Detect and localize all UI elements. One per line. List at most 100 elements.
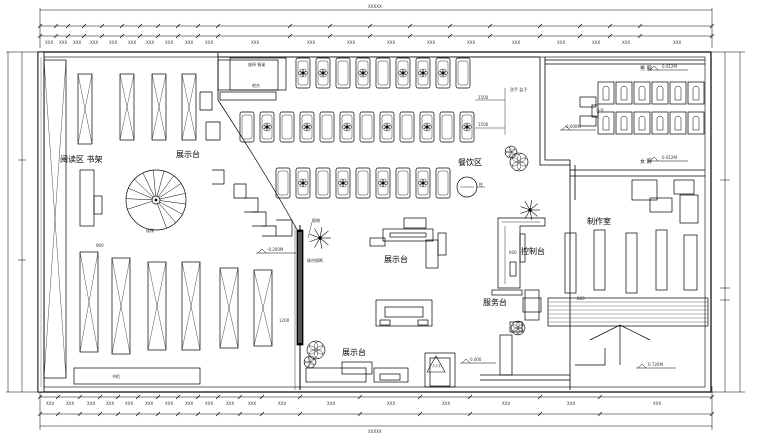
- dim-label: XXX: [165, 401, 173, 406]
- service-counter: [491, 289, 542, 333]
- note-seat-top: 座椅 餐桌: [248, 61, 265, 67]
- spiral-stair: [125, 169, 187, 231]
- dim-label: XXX: [90, 40, 98, 45]
- stair-step: [126, 198, 153, 201]
- dim-label: XXX: [248, 401, 256, 406]
- top-total-dim: XXXXX: [368, 4, 382, 9]
- label-counter: 服务台: [483, 297, 507, 307]
- label-display-left: 展示台: [176, 149, 200, 159]
- dim-label: XXX: [567, 401, 575, 406]
- label-display-mid: 展示台: [384, 254, 408, 264]
- dim-label: XXX: [327, 401, 335, 406]
- dim-tick: [135, 394, 141, 400]
- plant-0: [509, 152, 529, 172]
- stair-step: [157, 203, 167, 229]
- dim-label: XXX: [512, 40, 520, 45]
- dim-tick: [327, 33, 333, 39]
- dim-tick: [37, 394, 43, 400]
- shelf-bottom-3: [181, 261, 201, 351]
- note-bottom-shelf: 书柜: [112, 373, 120, 379]
- dim-tick: [357, 411, 363, 417]
- dim-tick: [537, 411, 543, 417]
- dining-table-1: [315, 57, 331, 89]
- dim-tick: [367, 33, 373, 39]
- dim-label: XXX: [673, 40, 681, 45]
- dining-table-18: [419, 111, 435, 143]
- note-plant: 植物: [312, 217, 320, 223]
- dining-table-19: [439, 111, 455, 143]
- note-stair: 楼梯: [146, 227, 154, 233]
- entrance: [424, 352, 456, 388]
- stair-step: [158, 202, 176, 223]
- dim-tick: [37, 411, 43, 417]
- dim-tick: [195, 33, 201, 39]
- level-bottom-right: 0.720M: [648, 362, 663, 367]
- dim-tick: [37, 33, 43, 39]
- dim-tick: [81, 33, 87, 39]
- dim-tick: [81, 23, 87, 29]
- dim-tick: [115, 411, 121, 417]
- dim-tick: [709, 33, 715, 39]
- dim-tick: [537, 23, 543, 29]
- dining-table-5: [395, 57, 411, 89]
- dim-tick: [237, 411, 243, 417]
- dim-tick: [215, 33, 221, 39]
- dim-label: XXX: [106, 401, 114, 406]
- dim-tick: [487, 33, 493, 39]
- restroom-stalls: [597, 81, 705, 135]
- dim-label: XXX: [427, 40, 435, 45]
- dining-table-17: [399, 111, 415, 143]
- stair-step: [134, 179, 154, 198]
- stall-upper-1: [615, 81, 633, 105]
- dim-tick: [407, 33, 413, 39]
- side-shelves: [43, 59, 103, 379]
- dim-tick: [237, 394, 243, 400]
- dim-label: XXX: [347, 40, 355, 45]
- dim-tick: [97, 411, 103, 417]
- dining-table-24: [335, 167, 351, 199]
- dim-tick: [55, 411, 61, 417]
- level-rest-mid: 0.000M: [566, 124, 581, 129]
- shelf-bottom-1: [111, 257, 131, 355]
- dim-label: XXX: [87, 401, 95, 406]
- dim-tick: [577, 33, 583, 39]
- stair-step: [158, 175, 174, 197]
- dim-tick: [467, 394, 473, 400]
- dim-tick: [215, 23, 221, 29]
- dim-tick: [155, 411, 161, 417]
- level-markers: [256, 65, 688, 369]
- dim-tick: [709, 394, 715, 400]
- dim-label: XXX: [557, 40, 565, 45]
- stall-upper-3: [651, 81, 669, 105]
- bottom-counter: [73, 361, 409, 385]
- dim-tick: [327, 23, 333, 29]
- control-desk: [497, 217, 546, 289]
- dim-tick: [119, 23, 125, 29]
- dim-tick: [447, 23, 453, 29]
- note-wash: 洗手: [596, 107, 604, 113]
- dimension-left: [6, 51, 40, 393]
- dining-table-27: [395, 167, 411, 199]
- dimension-right: [712, 51, 745, 393]
- dim-label: XXX: [109, 40, 117, 45]
- dining-tables: [229, 57, 475, 199]
- dim-tick: [195, 411, 201, 417]
- dim-tick: [709, 411, 715, 417]
- dim-tick: [607, 23, 613, 29]
- stall-lower-2: [633, 111, 651, 135]
- plants: [303, 145, 540, 369]
- dim-tick: [709, 23, 715, 29]
- dining-table-15: [359, 111, 375, 143]
- dim-label: XXX: [205, 40, 213, 45]
- shelf-bottom-2: [147, 261, 167, 351]
- dining-table-22: [295, 167, 311, 199]
- entrance-label: 入口: [432, 363, 440, 368]
- dim-tick: [259, 394, 265, 400]
- dim-tick: [417, 411, 423, 417]
- dim-tick: [137, 33, 143, 39]
- dining-table-7: [435, 57, 451, 89]
- dim-tick: [65, 23, 71, 29]
- dim-tick: [175, 23, 181, 29]
